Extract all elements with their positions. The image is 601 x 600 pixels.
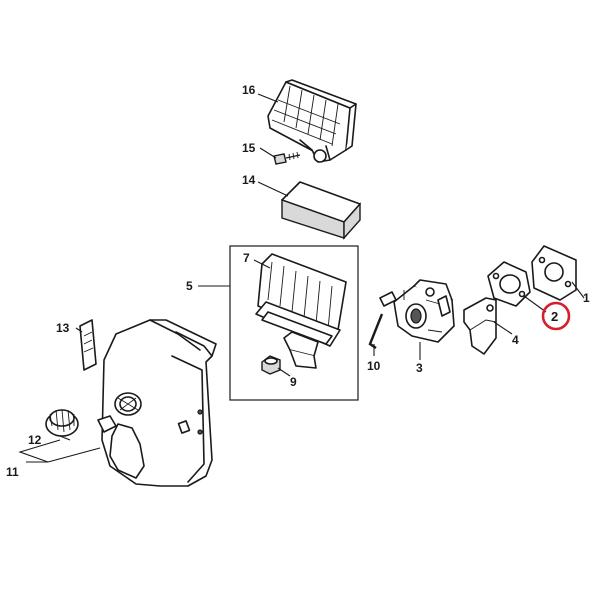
part-13-label[interactable] [79, 319, 97, 371]
part-2-gasket[interactable] [487, 261, 531, 307]
callout-16[interactable]: 15 [242, 141, 256, 155]
callout-9[interactable]: 9 [290, 375, 297, 389]
callout-13[interactable]: 13 [56, 321, 70, 335]
part-12-knob[interactable] [45, 409, 79, 437]
callout-10[interactable]: 10 [367, 359, 381, 373]
callout-3[interactable]: 3 [416, 361, 423, 375]
part-14-foam-block[interactable] [281, 181, 361, 240]
callout-14[interactable]: 14 [242, 173, 256, 187]
part-3-carburetor[interactable] [379, 279, 455, 343]
callout-5[interactable]: 5 [186, 279, 193, 293]
assembly-5-frame [229, 245, 359, 401]
callout-labels: 16 15 14 5 7 9 10 3 4 2 1 13 12 11 [6, 83, 590, 479]
callout-7[interactable]: 7 [243, 251, 250, 265]
callout-2[interactable]: 2 [551, 309, 558, 324]
part-4-manifold[interactable] [463, 297, 497, 355]
part-1-gasket[interactable] [531, 245, 577, 301]
callout-4[interactable]: 4 [512, 333, 519, 347]
callout-1[interactable]: 1 [583, 291, 590, 305]
leader-lines [18, 93, 585, 463]
highlight-ring [541, 301, 571, 331]
filter-base[interactable] [255, 301, 341, 369]
callout-11[interactable]: 11 [6, 465, 19, 479]
part-10-allen-key[interactable] [368, 313, 384, 349]
callout-12[interactable]: 12 [28, 433, 42, 447]
part-11-housing-cover[interactable] [97, 319, 217, 487]
callout-15[interactable]: 16 [242, 83, 256, 97]
part-9-nut[interactable] [261, 355, 281, 375]
part-15-air-filter[interactable] [267, 79, 357, 163]
part-16-screw[interactable] [273, 151, 301, 165]
